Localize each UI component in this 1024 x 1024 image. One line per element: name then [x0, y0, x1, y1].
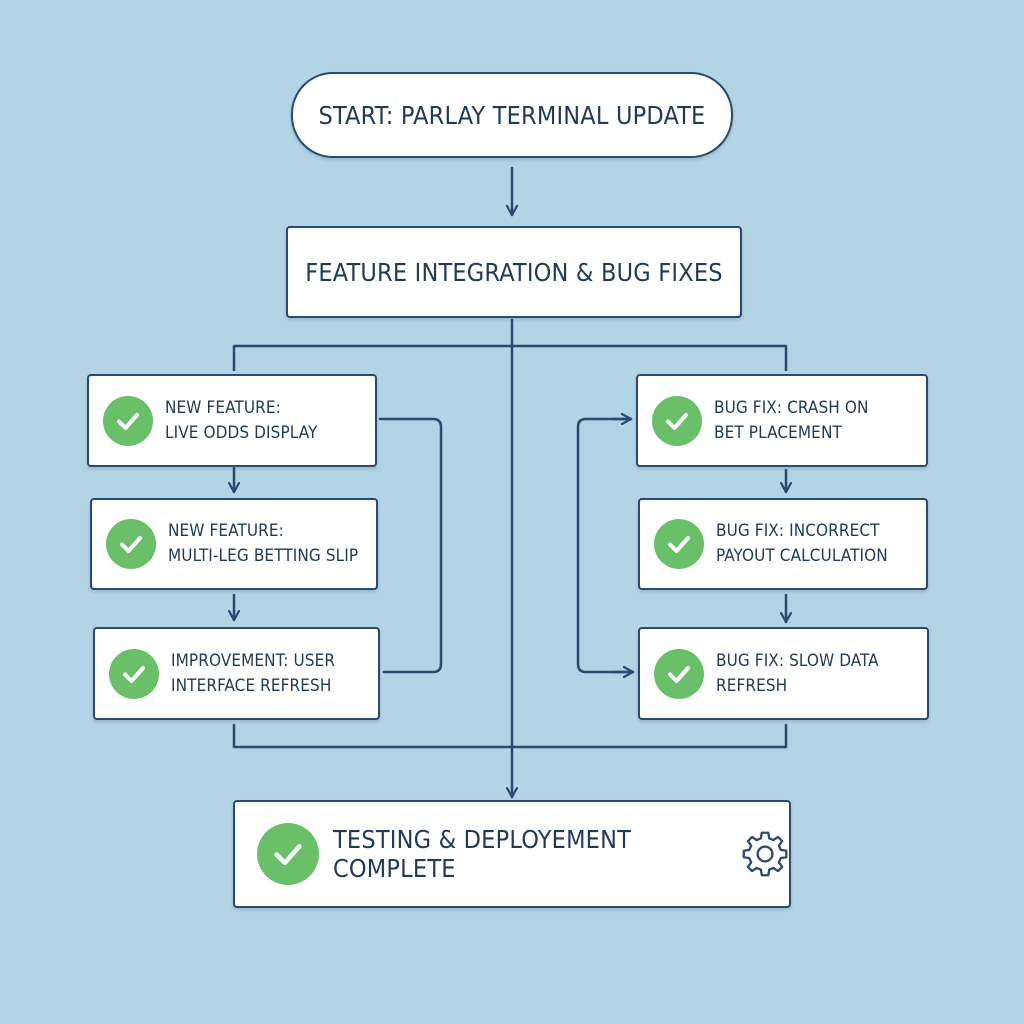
- final-label: TESTING & DEPLOYEMENT COMPLETE: [333, 825, 632, 883]
- feature-node-live-odds: NEW FEATURE:LIVE ODDS DISPLAY: [87, 374, 377, 467]
- check-icon: [654, 519, 704, 569]
- left-loop: [378, 417, 443, 674]
- top-bracket: [232, 344, 788, 372]
- check-icon: [257, 823, 319, 885]
- bottom-bracket: [232, 723, 788, 749]
- final-node: TESTING & DEPLOYEMENT COMPLETE: [233, 800, 791, 908]
- check-icon: [109, 648, 159, 699]
- integration-label: FEATURE INTEGRATION & BUG FIXES: [305, 257, 723, 287]
- start-label: START: PARLAY TERMINAL UPDATE: [318, 100, 706, 130]
- check-icon: [103, 395, 153, 446]
- check-icon: [106, 519, 156, 569]
- check-icon: [652, 395, 702, 446]
- feature-node-multi-leg: NEW FEATURE:MULTI-LEG BETTING SLIP: [90, 498, 378, 590]
- start-node: START: PARLAY TERMINAL UPDATE: [291, 72, 733, 158]
- gear-icon: [742, 831, 788, 877]
- check-icon: [654, 648, 704, 699]
- right-loop: [576, 417, 631, 674]
- feature-label: NEW FEATURE:LIVE ODDS DISPLAY: [165, 397, 318, 443]
- feature-label: NEW FEATURE:MULTI-LEG BETTING SLIP: [168, 521, 359, 566]
- integration-node: FEATURE INTEGRATION & BUG FIXES: [286, 226, 742, 318]
